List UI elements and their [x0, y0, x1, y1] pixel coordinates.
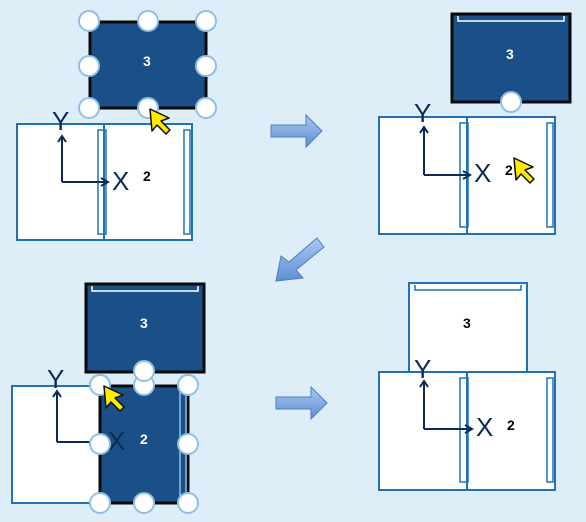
cursor-arrow-icon: [513, 157, 535, 184]
resize-handles[interactable]: [78, 10, 217, 119]
panel-3: [408, 282, 528, 374]
panel-3[interactable]: [84, 282, 206, 374]
axes: [419, 379, 475, 434]
panel-3-label: 3: [506, 46, 514, 62]
panel-3-label: 3: [463, 315, 471, 331]
panel-3[interactable]: [450, 12, 572, 104]
panel-3-label: 3: [143, 53, 151, 69]
axis-y-label: Y: [52, 106, 69, 136]
axis-y-label: Y: [47, 364, 64, 394]
base-frame: [378, 116, 556, 235]
panel-3-label: 3: [140, 315, 148, 331]
panel-2-label: 2: [507, 417, 515, 433]
flow-arrow-icon: [275, 237, 325, 282]
resize-handles[interactable]: [89, 360, 199, 514]
scene-4: 3 Y X 2: [378, 282, 556, 491]
axis-y-label: Y: [414, 354, 431, 384]
scene-2: 3 Y X 2: [378, 12, 572, 235]
axes: [57, 134, 111, 187]
panel-2-label: 2: [505, 162, 513, 178]
snap-handle[interactable]: [500, 91, 522, 113]
cursor-arrow-icon: [103, 385, 125, 412]
scene-1: Y X 2 3: [16, 10, 217, 241]
scene-3: 3 2 Y X: [11, 282, 206, 514]
axis-x-label: X: [108, 426, 125, 456]
panel-2-label: 2: [140, 431, 148, 447]
axis-y-label: Y: [414, 98, 431, 128]
cursor-arrow-icon: [149, 108, 171, 135]
panel-3[interactable]: [88, 20, 208, 110]
axis-x-label: X: [474, 158, 491, 188]
flow-arrow-icon: [270, 113, 323, 149]
panel-2-label: 2: [143, 168, 151, 184]
axes: [419, 125, 473, 180]
axis-x-label: X: [476, 412, 493, 442]
flow-arrow-icon: [275, 385, 328, 421]
axis-x-label: X: [112, 166, 129, 196]
